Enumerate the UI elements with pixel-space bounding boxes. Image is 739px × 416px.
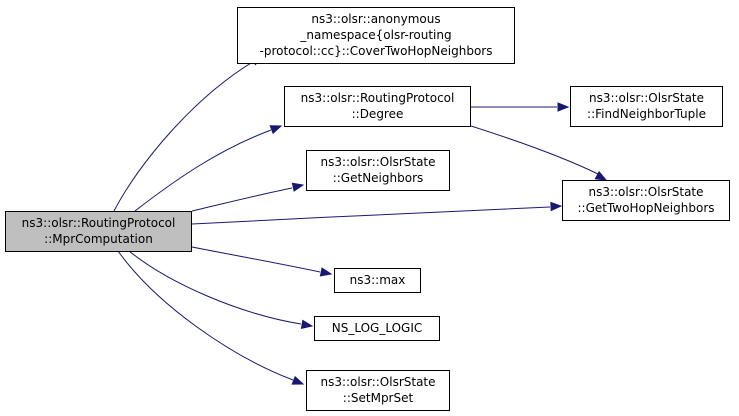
edge-line xyxy=(470,125,599,175)
node-box[interactable] xyxy=(334,268,421,293)
node-label-line: ns3::olsr::RoutingProtocol xyxy=(301,91,455,105)
node-box[interactable] xyxy=(284,86,471,127)
arrowhead xyxy=(269,125,283,135)
node-label-line: ns3::olsr::OlsrState xyxy=(589,91,704,105)
node-label-line: ns3::olsr::OlsrState xyxy=(320,375,435,389)
arrowhead xyxy=(594,170,608,181)
node-box[interactable] xyxy=(314,316,440,341)
node-box[interactable] xyxy=(570,86,723,127)
node-box[interactable] xyxy=(306,150,450,191)
node-label-line: ::SetMprSet xyxy=(343,391,414,405)
edge-degree-to-findtuple xyxy=(471,102,570,112)
node-label-line: ns3::olsr::OlsrState xyxy=(320,155,435,169)
node-label-line: ::FindNeighborTuple xyxy=(587,107,706,121)
node-label-line: -protocol::cc}::CoverTwoHopNeighbors xyxy=(260,44,493,58)
node-label-line: ns3::olsr::anonymous xyxy=(311,12,440,26)
edge-line xyxy=(191,246,321,273)
node-label-line: _namespace{olsr-routing xyxy=(299,28,451,42)
edge-mpr-to-getneigh xyxy=(191,182,305,212)
edge-mpr-to-setmpr xyxy=(117,250,305,385)
arrowhead xyxy=(550,201,563,212)
node-max[interactable]: ns3::max xyxy=(334,268,421,293)
node-box[interactable] xyxy=(306,370,450,411)
arrowhead xyxy=(291,375,305,385)
node-degree[interactable]: ns3::olsr::RoutingProtocol::Degree xyxy=(284,86,471,127)
edge-line xyxy=(191,187,293,212)
node-label-line: ::MprComputation xyxy=(44,232,153,246)
edge-line xyxy=(128,250,302,325)
node-twohop[interactable]: ns3::olsr::OlsrState::GetTwoHopNeighbors xyxy=(562,180,730,221)
node-box[interactable] xyxy=(237,7,515,64)
node-label-line: ::GetTwoHopNeighbors xyxy=(577,201,714,215)
edge-mpr-to-twohop xyxy=(191,201,563,225)
node-label-line: ns3::olsr::RoutingProtocol xyxy=(22,216,176,230)
node-label-line: NS_LOG_LOGIC xyxy=(332,321,423,335)
node-label-line: ns3::olsr::OlsrState xyxy=(588,185,703,199)
edge-line xyxy=(134,129,272,212)
edge-mpr-to-cover xyxy=(113,55,264,212)
node-nslog[interactable]: NS_LOG_LOGIC xyxy=(314,316,440,341)
node-setmpr[interactable]: ns3::olsr::OlsrState::SetMprSet xyxy=(306,370,450,411)
arrowhead xyxy=(557,102,570,112)
edge-mpr-to-nslog xyxy=(128,250,314,329)
node-findtuple[interactable]: ns3::olsr::OlsrState::FindNeighborTuple xyxy=(570,86,723,127)
root-node-box[interactable] xyxy=(5,211,192,252)
edge-mpr-to-degree xyxy=(134,125,283,212)
node-label-line: ns3::max xyxy=(350,273,406,287)
edges-layer xyxy=(113,55,608,385)
node-getneigh[interactable]: ns3::olsr::OlsrState::GetNeighbors xyxy=(306,150,450,191)
node-mpr[interactable]: ns3::olsr::RoutingProtocol::MprComputati… xyxy=(5,211,192,252)
edge-line xyxy=(113,59,257,212)
node-label-line: ::Degree xyxy=(352,107,404,121)
edge-line xyxy=(191,206,551,225)
arrowhead xyxy=(291,182,305,192)
arrowhead xyxy=(300,319,314,329)
node-box[interactable] xyxy=(562,180,730,221)
nodes-layer: ns3::olsr::RoutingProtocol::MprComputati… xyxy=(5,7,730,411)
edge-line xyxy=(117,250,294,381)
edge-mpr-to-max xyxy=(191,246,333,277)
edge-degree-to-twohop xyxy=(470,125,608,181)
node-label-line: ::GetNeighbors xyxy=(333,171,424,185)
node-cover[interactable]: ns3::olsr::anonymous_namespace{olsr-rout… xyxy=(237,7,515,64)
arrowhead xyxy=(319,267,333,277)
